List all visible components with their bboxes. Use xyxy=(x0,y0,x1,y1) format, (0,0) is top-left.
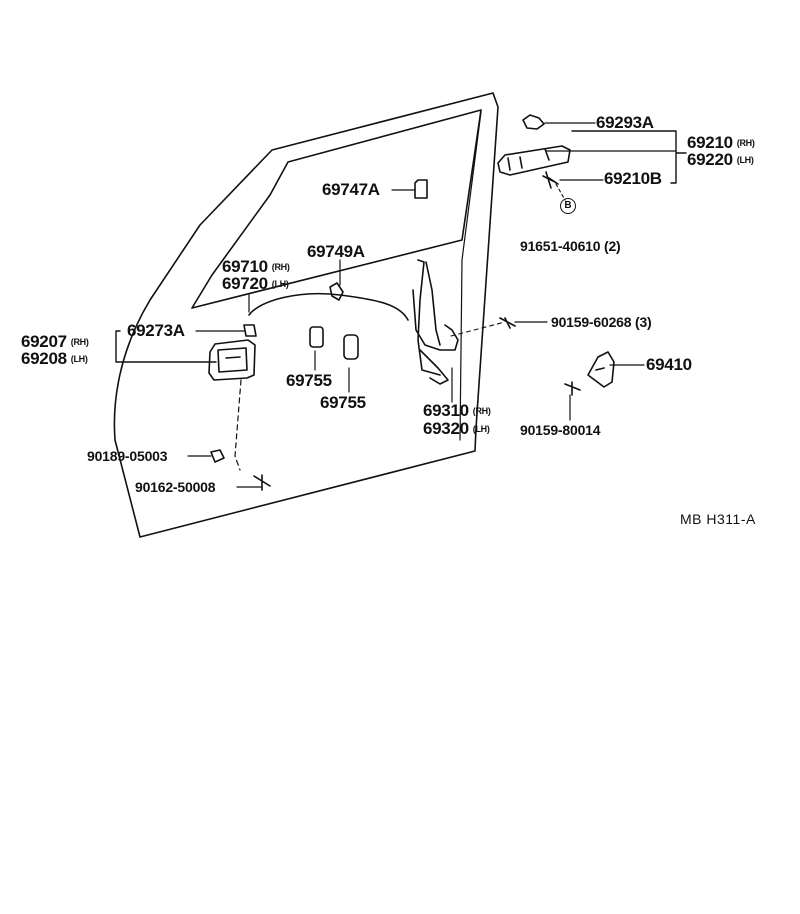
screw-90162 xyxy=(253,474,271,491)
bolt-symbol-icon: B xyxy=(560,198,576,214)
bracket-69207 xyxy=(115,330,217,363)
window-frame-inner xyxy=(191,109,482,309)
label-69220: 69220(LH) xyxy=(687,150,754,169)
striker-69410 xyxy=(587,351,615,388)
clip-69273A xyxy=(243,324,257,337)
label-69207: 69207(RH) xyxy=(21,332,89,351)
label-90189: 90189-05003 xyxy=(87,448,168,464)
diagram-code: MB H311-A xyxy=(680,511,756,527)
clip-69749A xyxy=(329,282,344,301)
label-90159b: 90159-80014 xyxy=(520,422,601,438)
bracket-69747A xyxy=(414,179,428,199)
door-outer-outline xyxy=(113,92,499,538)
screw-90159a xyxy=(499,317,516,329)
clip-69293A xyxy=(522,114,545,130)
cushion-69755a xyxy=(309,326,324,348)
label-69210: 69210(RH) xyxy=(687,133,755,152)
label-90162: 90162-50008 xyxy=(135,479,216,495)
lock-assembly xyxy=(412,259,459,385)
outside-handle xyxy=(497,145,571,176)
label-69747A: 69747A xyxy=(322,180,380,199)
dashed-line-handle xyxy=(234,379,242,471)
label-91651: 91651-40610 (2) xyxy=(520,238,621,254)
lock-rod xyxy=(248,292,409,321)
label-69720: 69720(LH) xyxy=(222,274,289,293)
bracket-69210 xyxy=(571,130,687,184)
label-69749A: 69749A xyxy=(307,242,365,261)
side-lh: (LH) xyxy=(736,155,754,165)
label-69310: 69310(RH) xyxy=(423,401,491,420)
label-90159a: 90159-60268 (3) xyxy=(551,314,652,330)
label-69710: 69710(RH) xyxy=(222,257,290,276)
side-rh: (RH) xyxy=(736,138,755,148)
label-69293A: 69293A xyxy=(596,113,654,132)
door-inner-edge xyxy=(459,111,482,441)
screw-69210B xyxy=(542,171,559,189)
cushion-69755b xyxy=(343,334,359,360)
label-69755b: 69755 xyxy=(320,393,366,412)
dashed-line-lock-bolt xyxy=(450,321,506,337)
label-69273A: 69273A xyxy=(127,321,185,340)
label-69755a: 69755 xyxy=(286,371,332,390)
screw-90159b xyxy=(564,381,581,396)
dashed-line-handle-bolt xyxy=(555,183,566,201)
label-69320: 69320(LH) xyxy=(423,419,490,438)
inside-handle xyxy=(208,339,256,381)
nut-90189 xyxy=(210,449,225,463)
label-69208: 69208(LH) xyxy=(21,349,88,368)
label-69410: 69410 xyxy=(646,355,692,374)
label-69210B: 69210B xyxy=(604,169,662,188)
